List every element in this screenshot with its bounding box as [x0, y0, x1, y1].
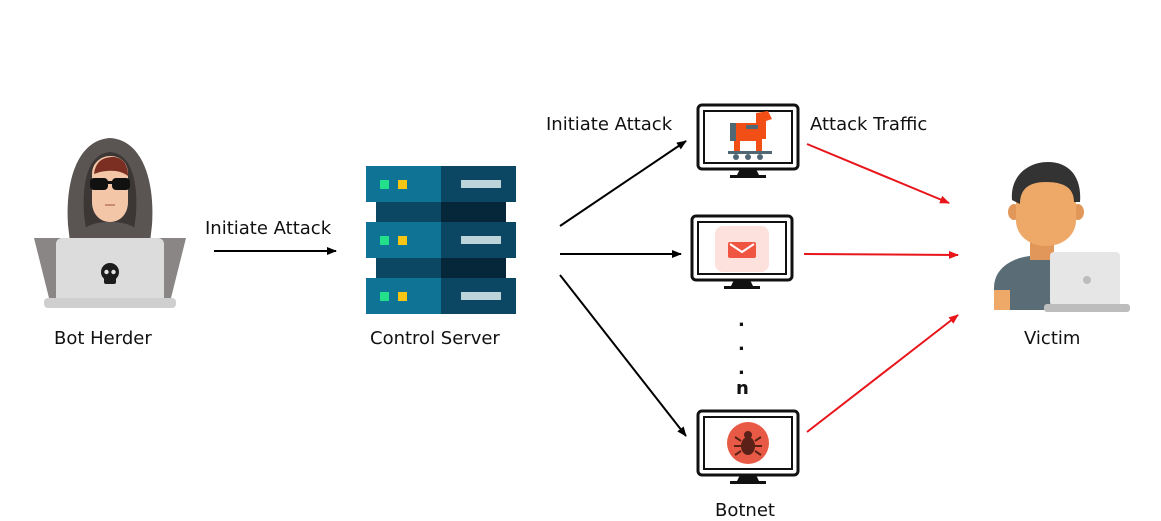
arrow-botnet-2-to-victim [803, 250, 959, 259]
monitor-icon [696, 409, 800, 484]
monitor-icon [696, 103, 800, 178]
control-server-label: Control Server [370, 328, 500, 349]
bot-herder-label: Bot Herder [54, 328, 152, 349]
botnet-computer-trojan [696, 103, 800, 181]
arrow-botnet-n-to-victim [806, 314, 959, 433]
ellipsis-dot: . [738, 358, 745, 379]
bug-icon [734, 431, 762, 456]
botnet-computer-mail [690, 214, 794, 292]
victim-label: Victim [1024, 328, 1081, 349]
arrow-server-to-botnet-n [559, 274, 687, 437]
control-server-node [366, 166, 516, 316]
botnet-computer-bug [696, 409, 800, 487]
user-laptop-icon [994, 162, 1130, 312]
edge-label-server-to-botnet: Initiate Attack [546, 114, 673, 135]
arrow-botnet-1-to-victim [806, 143, 950, 204]
edge-label-botnet-to-victim: Attack Traffic [810, 114, 928, 135]
monitor-icon [690, 214, 794, 289]
botnet-ellipsis: . . . [735, 310, 749, 379]
trojan-horse-icon [728, 111, 772, 160]
victim-node [990, 160, 1135, 320]
botnet-count-label: n [736, 378, 749, 399]
ellipsis-dot: . [738, 334, 745, 355]
ellipsis-dot: . [738, 310, 745, 331]
skull-icon [101, 263, 119, 284]
botnet-label: Botnet [715, 500, 775, 521]
arrow-server-to-botnet-1 [559, 140, 687, 227]
edge-label-herder-to-server: Initiate Attack [205, 218, 332, 239]
bot-herder-node [30, 130, 190, 310]
hooded-hacker-laptop-icon [34, 138, 186, 308]
server-rack-icon [366, 166, 516, 314]
envelope-icon [728, 242, 756, 258]
